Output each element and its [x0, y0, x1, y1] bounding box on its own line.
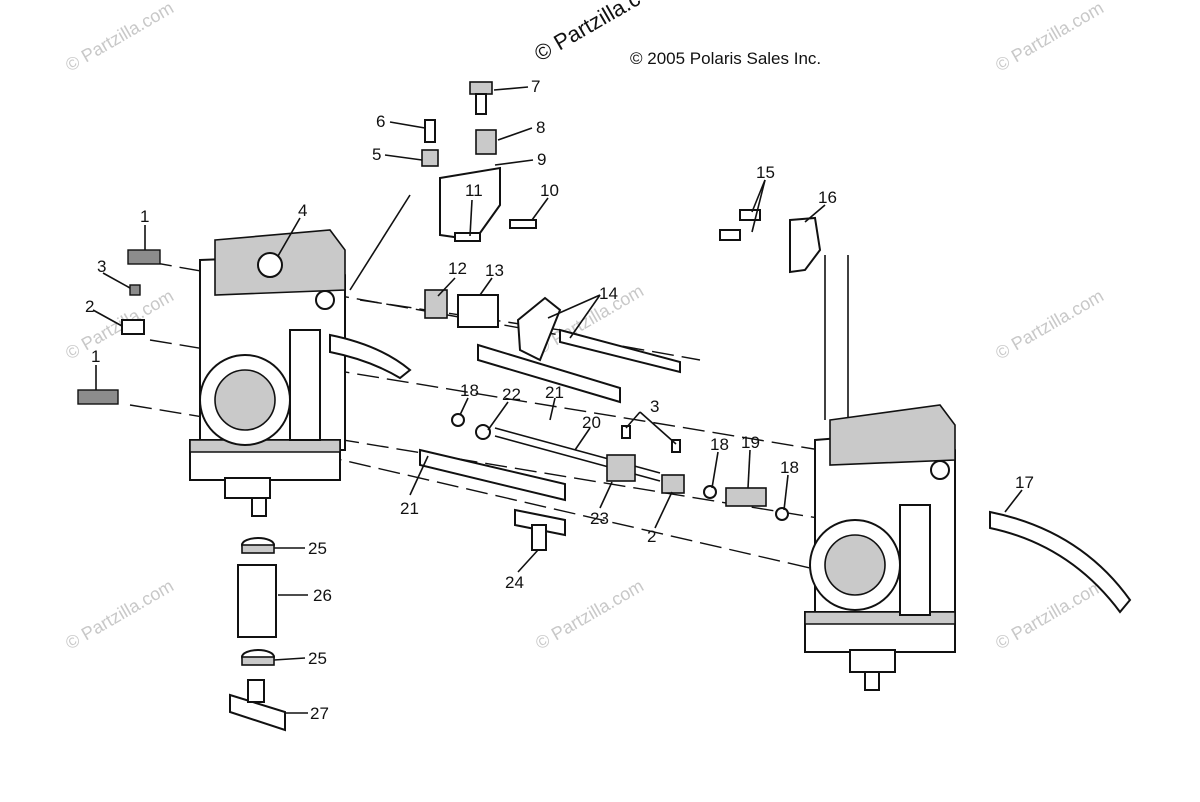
copyright-text: © 2005 Polaris Sales Inc. — [630, 49, 821, 68]
watermark: © Partzilla.com — [62, 575, 177, 653]
watermark-top: © Partzilla.c — [530, 0, 644, 66]
callout-25: 25 — [308, 539, 327, 558]
watermark: © Partzilla.com — [992, 0, 1107, 75]
callout-23: 23 — [590, 509, 609, 528]
callout-9: 9 — [537, 150, 546, 169]
callout-25: 25 — [308, 649, 327, 668]
callout-14: 14 — [599, 284, 618, 303]
small-parts — [77, 81, 822, 732]
callout-21: 21 — [545, 383, 564, 402]
right-carburetor — [804, 404, 956, 691]
callout-11: 11 — [465, 181, 483, 200]
callout-3: 3 — [650, 397, 659, 416]
left-carburetor — [189, 229, 412, 517]
callout-15: 15 — [756, 163, 775, 182]
callout-2: 2 — [647, 527, 656, 546]
callout-18: 18 — [710, 435, 729, 454]
tubes-and-shafts — [419, 328, 1132, 614]
watermark: © Partzilla.com — [532, 575, 647, 653]
callout-1: 1 — [91, 347, 100, 366]
callout-4: 4 — [298, 201, 307, 220]
callout-16: 16 — [818, 188, 837, 207]
leader-lines — [92, 86, 1023, 714]
watermark: © Partzilla.com — [62, 0, 177, 75]
callout-1: 1 — [140, 207, 149, 226]
callout-18: 18 — [460, 381, 479, 400]
callout-19: 19 — [741, 433, 760, 452]
callout-5: 5 — [372, 145, 381, 164]
callouts: 1 1 2 2 3 3 4 5 6 7 8 9 10 11 12 13 14 1… — [85, 77, 1034, 723]
callout-20: 20 — [582, 413, 601, 432]
callout-6: 6 — [376, 112, 385, 131]
callout-26: 26 — [313, 586, 332, 605]
callout-17: 17 — [1015, 473, 1034, 492]
watermark: © Partzilla.com — [992, 285, 1107, 363]
watermark: © Partzilla.com — [992, 575, 1107, 653]
callout-10: 10 — [540, 181, 559, 200]
callout-22: 22 — [502, 385, 521, 404]
callout-3: 3 — [97, 257, 106, 276]
callout-2: 2 — [85, 297, 94, 316]
callout-12: 12 — [448, 259, 467, 278]
callout-8: 8 — [536, 118, 545, 137]
callout-27: 27 — [310, 704, 329, 723]
callout-7: 7 — [531, 77, 540, 96]
callout-24: 24 — [505, 573, 524, 592]
callout-18: 18 — [780, 458, 799, 477]
callout-13: 13 — [485, 261, 504, 280]
callout-21: 21 — [400, 499, 419, 518]
